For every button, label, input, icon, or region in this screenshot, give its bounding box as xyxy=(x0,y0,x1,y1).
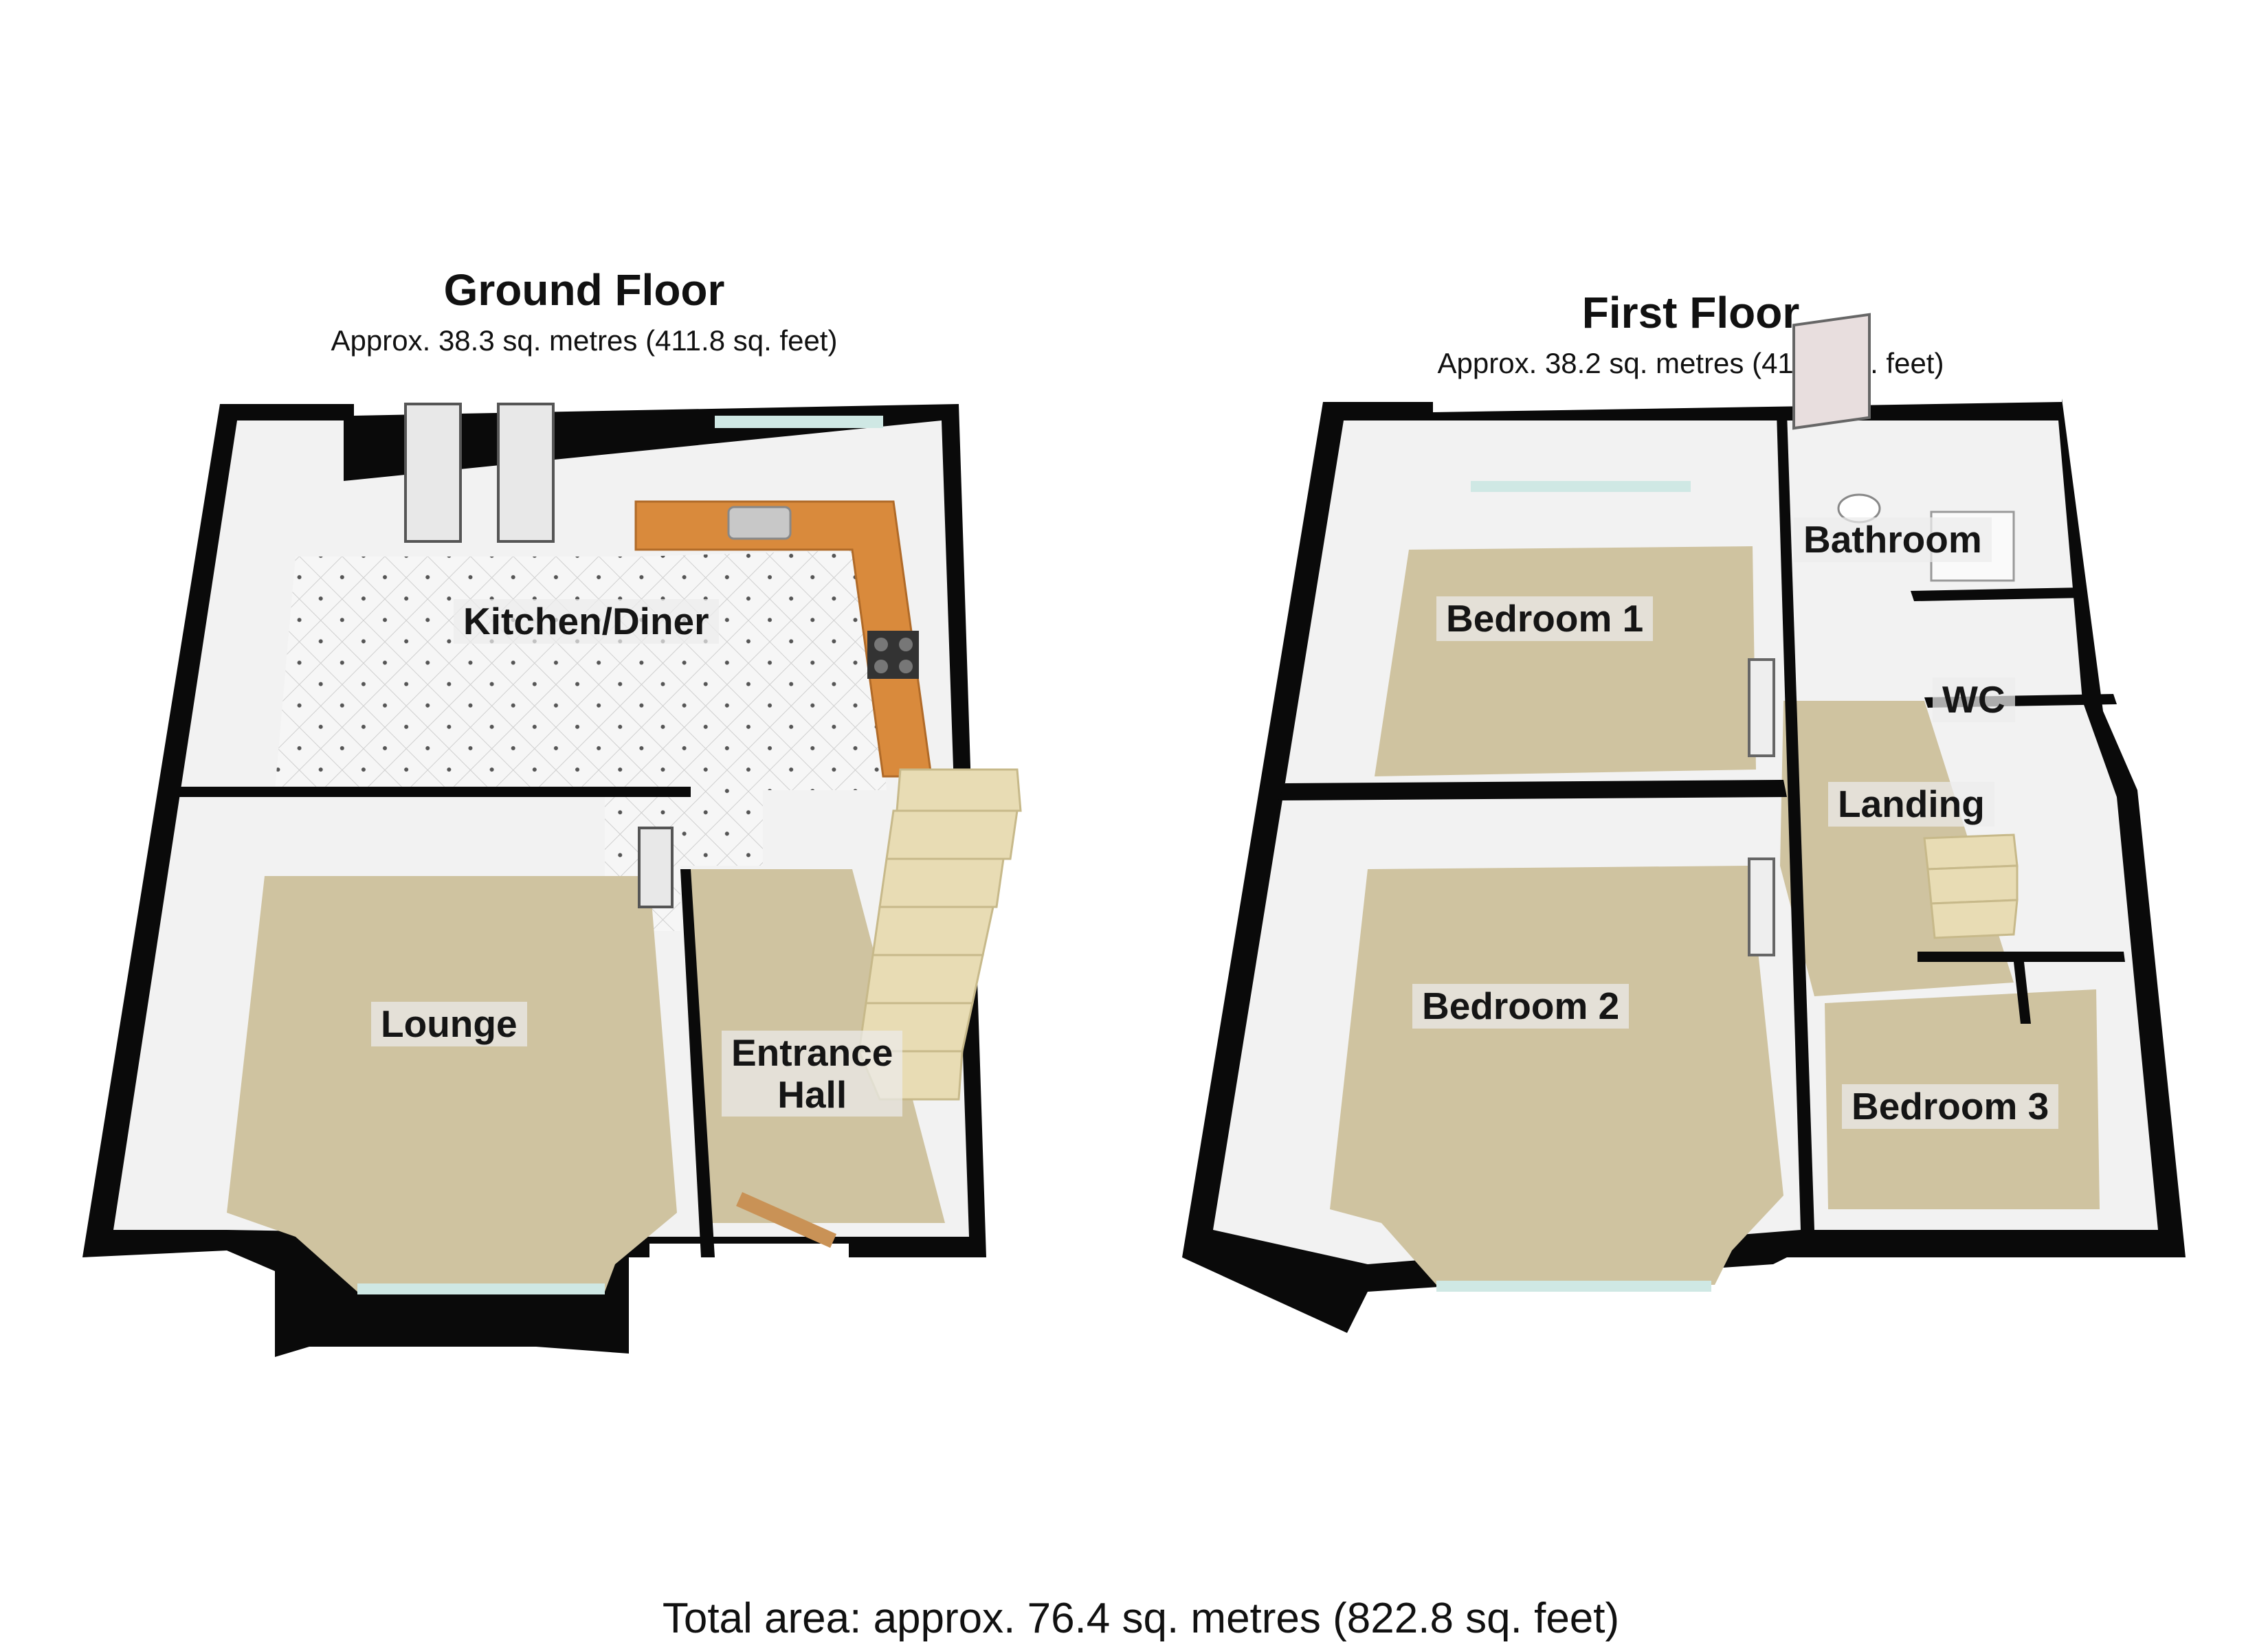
ground-floor-plan xyxy=(82,403,1022,1357)
first-floor-plan xyxy=(1182,313,2186,1333)
room-label-entrance-hall: Entrance Hall xyxy=(722,1031,903,1117)
bedroom2-floor xyxy=(1330,866,1783,1285)
ground-floor-title: Ground Floor xyxy=(443,265,725,315)
total-area: Total area: approx. 76.4 sq. metres (822… xyxy=(662,1595,1620,1642)
kitchen-window-icon xyxy=(715,416,883,428)
bathroom-wc-wall xyxy=(1911,587,2086,601)
french-door-left-icon xyxy=(404,403,462,543)
bedroom1-door-icon xyxy=(1748,658,1775,757)
kitchen-lounge-wall xyxy=(175,787,691,797)
kitchen-worktop xyxy=(634,500,933,778)
bathroom-door-icon xyxy=(1792,313,1871,430)
bedroom2-bay-window-icon xyxy=(1436,1281,1711,1292)
room-label-bedroom3: Bedroom 3 xyxy=(1842,1084,2059,1129)
lounge-floor xyxy=(227,876,677,1292)
room-label-landing: Landing xyxy=(1828,782,1994,827)
lounge-door-icon xyxy=(638,827,674,908)
entrance-hall-line2: Hall xyxy=(777,1073,847,1116)
bedroom3-wall xyxy=(1917,952,2125,962)
ground-floor-area: Approx. 38.3 sq. metres (411.8 sq. feet) xyxy=(331,324,838,357)
room-label-lounge: Lounge xyxy=(371,1002,527,1046)
room-label-bedroom1: Bedroom 1 xyxy=(1436,596,1654,641)
lounge-bay-window-icon xyxy=(357,1283,605,1294)
room-label-bedroom2: Bedroom 2 xyxy=(1412,984,1630,1029)
kitchen-sink-icon xyxy=(727,506,792,540)
room-label-kitchen-diner: Kitchen/Diner xyxy=(454,599,719,644)
entrance-hall-line1: Entrance xyxy=(731,1031,893,1074)
bedroom2-door-icon xyxy=(1748,857,1775,956)
bedroom2-landing-wall xyxy=(1777,412,1814,1230)
front-door-icon xyxy=(736,1192,837,1248)
room-label-bathroom: Bathroom xyxy=(1794,517,1992,562)
first-floor-title: First Floor xyxy=(1581,288,1800,337)
bedroom1-window-icon xyxy=(1471,481,1691,492)
bedroom1-bedroom2-wall xyxy=(1278,780,1787,800)
bedroom1-floor xyxy=(1375,546,1756,776)
french-door-right-icon xyxy=(497,403,555,543)
kitchen-floor xyxy=(275,550,887,931)
hob-icon xyxy=(867,631,919,679)
cupboard-wall xyxy=(2014,962,2031,1024)
landing-stairs-icon xyxy=(1923,833,2019,939)
room-label-wc: WC xyxy=(1933,677,2015,722)
lounge-hall-wall xyxy=(680,869,715,1257)
